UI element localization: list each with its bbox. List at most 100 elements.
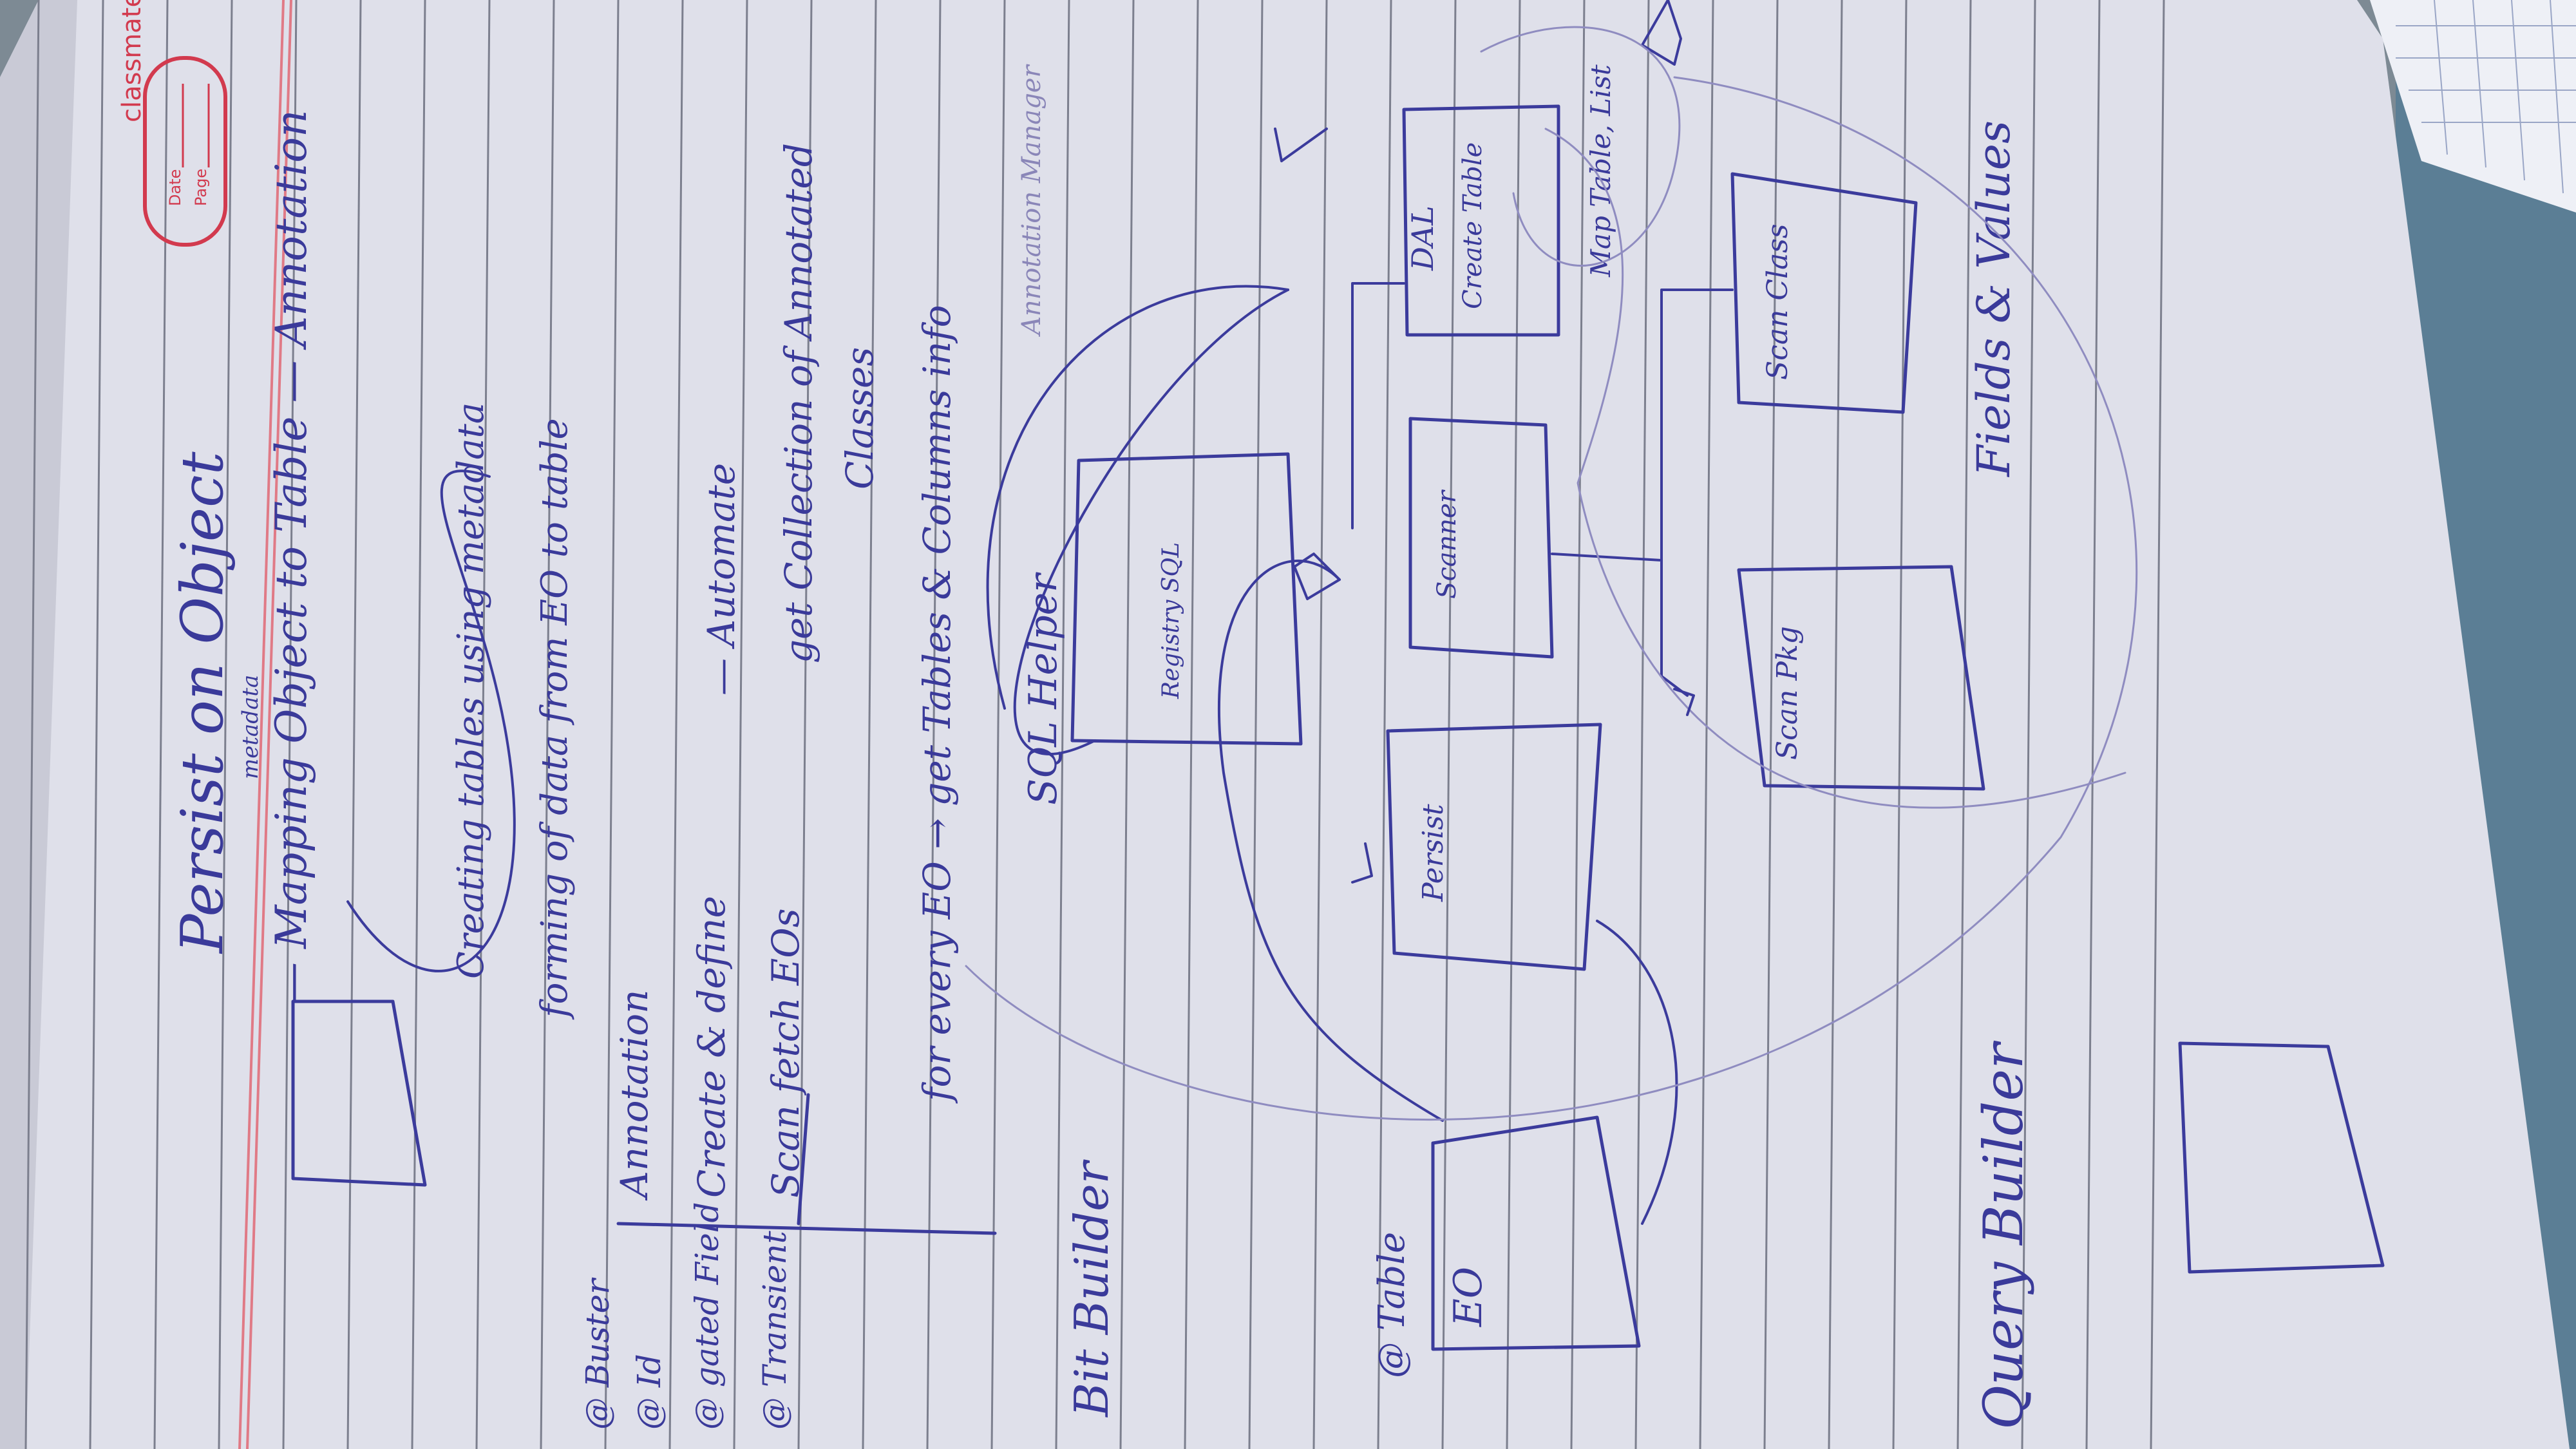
bracket-line (616, 1222, 997, 1235)
ruled-line (2021, 0, 2036, 1449)
svg-text:Persist on Object: Persist on Object (169, 451, 236, 954)
brand-page-label: Page (192, 169, 210, 206)
ruled-line (1377, 0, 1392, 1449)
svg-text:Creating tables using metadata: Creating tables using metadata (450, 402, 492, 979)
box-blank-top (291, 999, 427, 1187)
ruled-line (24, 0, 40, 1449)
ruled-line (1506, 0, 1521, 1449)
ruled-line (1312, 0, 1328, 1449)
notes-line-mapping: — Mapping Object to Table — Annotation (267, 109, 316, 1005)
connector-dal-registry (1351, 282, 1405, 529)
box-scanner-label: Scanner (1432, 489, 1462, 599)
curve-faint-right (1544, 128, 2126, 809)
graph-paper-corner (2370, 0, 2576, 213)
ruled-line (604, 0, 620, 1449)
curve-ring-mapping (346, 469, 516, 972)
box-dal (1402, 104, 1560, 337)
ruled-line (1763, 0, 1779, 1449)
svg-text:@ Table: @ Table (1371, 1232, 1413, 1378)
right-automate: — Automate (699, 463, 743, 696)
curve-eo-persist (1596, 920, 1678, 1225)
ruled-line (990, 0, 1006, 1449)
ruled-line (733, 0, 748, 1449)
margin-lines (238, 0, 292, 1449)
svg-text:Fields & Values: Fields & Values (1967, 120, 2020, 478)
ann-transient: @ Transient (756, 1230, 793, 1430)
svg-text:Annotation Manager: Annotation Manager (1017, 63, 1046, 337)
ruled-line (1248, 0, 1264, 1449)
ruled-line (1119, 0, 1135, 1449)
mid-scan-fetch: Scan fetch EOs (764, 908, 808, 1198)
right-annotations: — Automate get Collection of Annotated C… (699, 143, 959, 1104)
ruled-line (1441, 0, 1457, 1449)
query-builder-label: Query Builder (1972, 1040, 2035, 1430)
right-get-collection: get Collection of Annotated (777, 143, 820, 663)
svg-text:metadata: metadata (238, 675, 263, 779)
box-persist (1386, 723, 1602, 971)
brand-name: classmate (117, 0, 147, 122)
ruled-line (475, 0, 491, 1449)
svg-text:forming of data from EO to tab: forming of data from EO to table (534, 418, 576, 1020)
ruled-line (218, 0, 233, 1449)
ruled-line (862, 0, 877, 1449)
box-query-builder (2178, 1041, 2385, 1274)
box-scan-class-label: Scan Class (1761, 224, 1794, 380)
diagram: Registry SQL Scanner DAL Create Table Pe… (291, 0, 2385, 1351)
bit-builder-label: Bit Builder (1065, 1159, 1119, 1418)
ruled-line (1828, 0, 1843, 1449)
ruled-line (2085, 0, 2101, 1449)
brand-logo: classmate Date Page (117, 0, 227, 247)
svg-text:Bit Builder: Bit Builder (1065, 1159, 1119, 1418)
ann-id: @ Id (630, 1354, 668, 1430)
curve-bit-builder (986, 285, 1289, 710)
brand-date-label: Date (166, 169, 184, 206)
box-eo (1431, 1115, 1641, 1351)
box-eo-label: EO (1446, 1267, 1491, 1327)
box-create-table-label: Create Table (1458, 142, 1488, 309)
box-registry (1070, 452, 1303, 746)
ann-gated-field: @ gated Field (688, 1202, 726, 1430)
box-scan-pkg-label: Scan Pkg (1771, 626, 1804, 760)
bracket-stem (797, 1093, 810, 1226)
svg-text:— Mapping Object to Table — An: — Mapping Object to Table — Annotation (267, 109, 316, 1005)
ruled-line (1634, 0, 1650, 1449)
right-for-every-eo: for every EO → get Tables & Columns info (915, 305, 959, 1104)
arrow-persist (1351, 842, 1373, 884)
ann-buster: @ Buster (579, 1277, 616, 1430)
map-table-label: Map Table, List (1585, 64, 1616, 278)
connector-scanner-scanpkg (1551, 553, 1689, 697)
table-annotation-label: @ Table (1371, 1232, 1413, 1378)
mid-annotation: Annotation (612, 989, 656, 1201)
notes-line-forming-data: forming of data from EO to table (534, 418, 576, 1020)
annotation-manager-label: Annotation Manager (1017, 63, 1046, 337)
arrow-dal (1274, 128, 1328, 162)
box-registry-label: Registry SQL (1158, 542, 1184, 699)
right-classes: Classes (838, 347, 882, 489)
fields-values-label: Fields & Values (1967, 120, 2020, 478)
sql-helper-label: SQL Helper (1021, 572, 1066, 805)
ruled-line (89, 0, 104, 1449)
notes-line-metadata-insert: metadata (238, 675, 263, 779)
svg-text:SQL Helper: SQL Helper (1021, 572, 1066, 805)
ruled-line (1892, 0, 1908, 1449)
ruled-line (668, 0, 684, 1449)
box-scan-pkg (1737, 565, 1985, 791)
curve-registry-dal (1013, 289, 1289, 755)
ruled-line (1184, 0, 1199, 1449)
ruled-line (282, 0, 298, 1449)
curve-eo-sqlhelper (1217, 559, 1444, 1122)
arrow-scanpkg (1673, 688, 1695, 716)
ruled-line (1055, 0, 1070, 1449)
ruled-line (411, 0, 426, 1449)
svg-text:Map Table, List: Map Table, List (1585, 64, 1616, 278)
box-persist-label: Persist (1417, 804, 1450, 902)
ruled-line (540, 0, 555, 1449)
ruled-lines (24, 0, 2165, 1449)
box-scan-class (1730, 172, 1918, 414)
notes-title: Persist on Object (169, 451, 236, 954)
curve-faint-top (1480, 26, 1681, 267)
ruled-line (2150, 0, 2165, 1449)
connector-scanpkg-scanclass (1660, 289, 1734, 562)
